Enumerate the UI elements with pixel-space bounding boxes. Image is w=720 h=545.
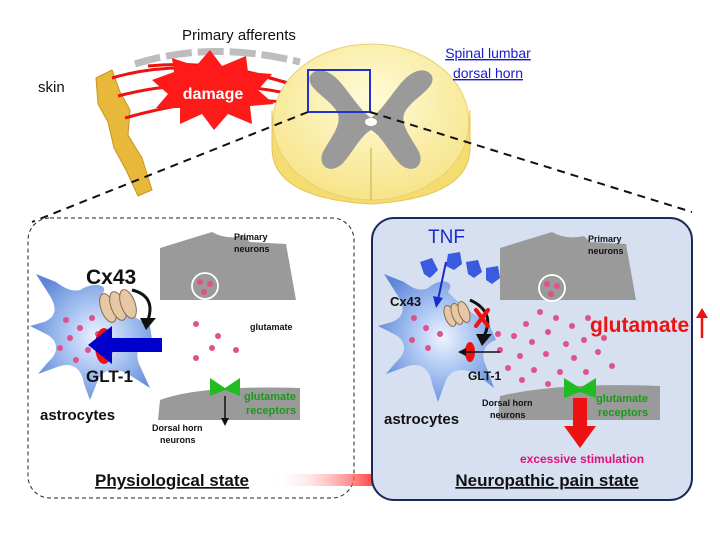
left-dorsal-horn-neuron xyxy=(158,387,300,420)
zoom-line-left xyxy=(31,111,309,223)
right-panel: Primary neurons glutamate Dorsal horn ne… xyxy=(371,217,708,501)
left-state-label: Physiological state xyxy=(95,471,249,490)
right-cx43-channel xyxy=(443,301,471,327)
right-stimulation-arrow-head xyxy=(564,426,596,448)
left-glt1-label: GLT-1 xyxy=(86,367,133,386)
right-block-x xyxy=(474,308,490,328)
right-cx43-label: Cx43 xyxy=(390,294,421,309)
right-primary-neurons-line2: neurons xyxy=(588,246,624,256)
left-astrocyte xyxy=(30,274,152,400)
right-release-site xyxy=(538,274,566,302)
left-glutamate-receptor xyxy=(210,378,240,396)
right-glutamate-receptor xyxy=(564,378,596,398)
left-primary-neurons-line2: neurons xyxy=(234,244,270,254)
right-stimulation-label: excessive stimulation xyxy=(520,452,644,466)
spinal-label-line1: Spinal lumbar xyxy=(445,45,531,61)
right-dorsal-line2: neurons xyxy=(490,410,526,420)
right-receptors-line2: receptors xyxy=(598,407,648,419)
right-astrocyte xyxy=(378,274,496,402)
left-receptors-line1: glutamate xyxy=(244,391,296,403)
left-release-site xyxy=(191,272,219,300)
left-primary-neuron xyxy=(160,232,296,300)
state-transition-arrow-shaft xyxy=(272,474,384,486)
right-tnf-label: TNF xyxy=(428,227,465,248)
left-cx43-label: Cx43 xyxy=(86,266,136,289)
dorsal-horn-selection-box xyxy=(307,69,371,113)
left-primary-neurons-line1: Primary xyxy=(234,232,268,242)
damage-burst xyxy=(152,50,274,130)
right-tnf-molecules xyxy=(420,252,500,284)
zoom-line-right xyxy=(369,111,693,213)
left-astrocytes-label: astrocytes xyxy=(40,407,115,424)
left-dorsal-line2: neurons xyxy=(160,435,196,445)
skin-label: skin xyxy=(38,79,65,96)
spinal-cord xyxy=(271,43,471,205)
right-glutamate-vesicles xyxy=(495,309,615,387)
afferent-fiber-grey xyxy=(133,48,301,68)
right-stimulation-arrow-shaft xyxy=(573,398,587,428)
right-glutamate-label: glutamate xyxy=(590,314,689,337)
left-uptake-arrow-head xyxy=(88,326,112,364)
right-glt1-label: GLT-1 xyxy=(468,369,501,383)
damage-label: damage xyxy=(183,86,244,103)
right-astrocytes-label: astrocytes xyxy=(384,411,459,428)
right-primary-neuron xyxy=(500,232,636,300)
left-receptors-line2: receptors xyxy=(246,405,296,417)
right-state-label: Neuropathic pain state xyxy=(455,471,638,490)
left-uptake-arrow-shaft xyxy=(110,338,162,352)
spinal-label-line2: dorsal horn xyxy=(453,65,523,81)
left-panel: Primary neurons glutamate Dorsal horn ne… xyxy=(27,217,355,499)
left-dorsal-line1: Dorsal horn xyxy=(152,423,203,433)
right-dorsal-line1: Dorsal horn xyxy=(482,398,533,408)
skin-strip xyxy=(95,69,153,197)
right-primary-neurons-line1: Primary xyxy=(588,234,622,244)
left-glutamate-label: glutamate xyxy=(250,322,293,332)
left-curved-arrow xyxy=(131,288,152,321)
afferents-label: Primary afferents xyxy=(182,27,296,44)
left-cx43-channel xyxy=(99,289,137,323)
right-receptors-line1: glutamate xyxy=(596,393,648,405)
